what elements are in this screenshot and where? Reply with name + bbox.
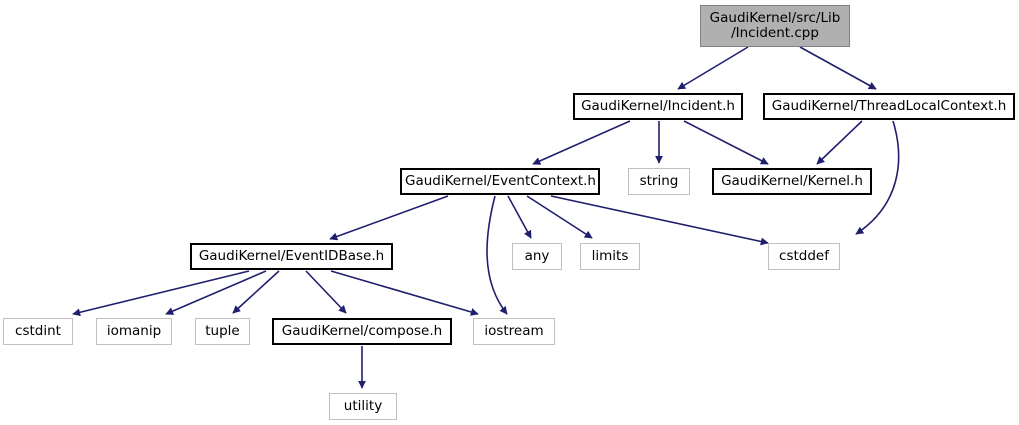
edge-incident_h-kernel_h (683, 120, 769, 165)
edge-eventcontext_h-limits (526, 195, 593, 239)
node-label: GaudiKernel/ThreadLocalContext.h (771, 97, 1007, 114)
edge-eventidbase_h-cstdint (72, 270, 250, 317)
node-tuple[interactable]: tuple (195, 318, 250, 345)
node-label: tuple (205, 322, 240, 339)
edge-eventidbase_h-tuple (232, 270, 280, 314)
node-kernel-h[interactable]: GaudiKernel/Kernel.h (712, 168, 872, 195)
node-label: string (639, 172, 679, 189)
node-compose-h[interactable]: GaudiKernel/compose.h (272, 318, 452, 345)
node-cstddef[interactable]: cstddef (768, 243, 840, 270)
edge-eventidbase_h-iomanip (165, 270, 267, 315)
node-eventcontext-h[interactable]: GaudiKernel/EventContext.h (400, 168, 600, 195)
node-label: GaudiKernel/EventContext.h (405, 172, 596, 189)
node-label: GaudiKernel/src/Lib /Incident.cpp (709, 9, 841, 41)
node-label: limits (591, 247, 629, 264)
node-iomanip[interactable]: iomanip (96, 318, 172, 345)
node-label: iostream (484, 322, 544, 339)
node-label: GaudiKernel/compose.h (281, 322, 443, 339)
edge-threadlocalcontext_h-kernel_h (816, 120, 863, 165)
node-utility[interactable]: utility (329, 393, 397, 420)
node-threadlocalcontext-h[interactable]: GaudiKernel/ThreadLocalContext.h (763, 93, 1015, 120)
node-limits[interactable]: limits (580, 243, 640, 270)
node-any[interactable]: any (512, 243, 562, 270)
edge-incident_cpp-threadlocalcontext_h (799, 46, 877, 90)
node-incident-cpp[interactable]: GaudiKernel/src/Lib /Incident.cpp (700, 5, 850, 47)
node-iostream[interactable]: iostream (473, 318, 555, 345)
node-label: utility (343, 397, 383, 414)
edge-eventcontext_h-any (507, 195, 532, 239)
edge-eventcontext_h-cstddef (550, 195, 769, 246)
node-label: GaudiKernel/EventIDBase.h (198, 247, 385, 264)
edge-eventidbase_h-compose_h (305, 270, 347, 314)
edge-incident_h-eventcontext_h (532, 120, 631, 165)
node-label: cstdint (15, 322, 61, 339)
node-cstdint[interactable]: cstdint (3, 318, 73, 345)
node-label: GaudiKernel/Incident.h (581, 97, 735, 114)
node-label: GaudiKernel/Kernel.h (721, 172, 863, 189)
node-string[interactable]: string (628, 168, 690, 195)
node-eventidbase-h[interactable]: GaudiKernel/EventIDBase.h (190, 243, 393, 270)
node-label: iomanip (106, 322, 162, 339)
edge-eventidbase_h-iostream (330, 270, 479, 316)
edge-eventcontext_h-iostream (486, 195, 508, 315)
node-label: any (524, 247, 550, 264)
node-incident-h[interactable]: GaudiKernel/Incident.h (573, 93, 743, 120)
node-label: cstddef (779, 247, 829, 264)
edge-eventcontext_h-eventidbase_h (329, 195, 449, 241)
edge-incident_cpp-incident_h (677, 46, 749, 90)
